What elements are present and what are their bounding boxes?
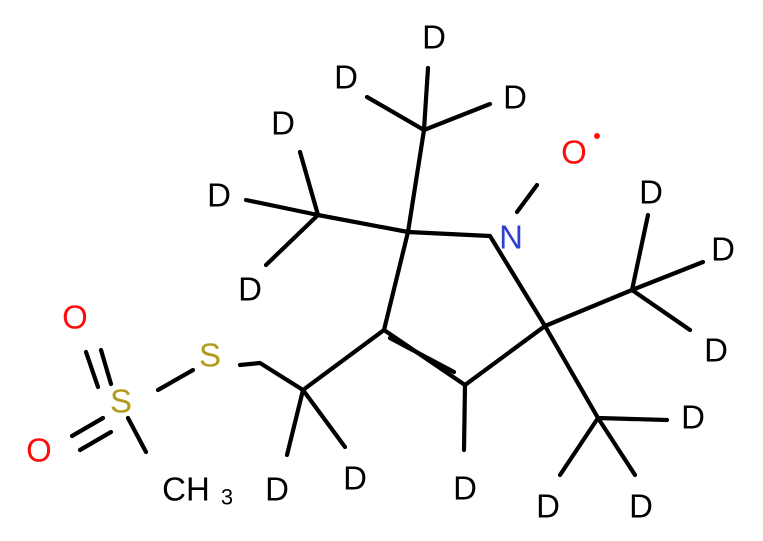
- deuterium-label-3: D: [503, 79, 527, 116]
- deuterium-label-10: D: [681, 399, 705, 436]
- bond-cd: [421, 101, 493, 133]
- bond-cd: [297, 149, 321, 218]
- bond-c3-ch2: [300, 327, 387, 393]
- methyl-carbon-label: CH: [162, 471, 210, 508]
- bond-cd: [364, 94, 427, 133]
- methyl-subscript: 3: [221, 485, 233, 510]
- bond-cd: [300, 387, 348, 450]
- bond-cd: [595, 415, 638, 478]
- bond-ch2-s: [257, 360, 306, 393]
- bond-cd: [629, 259, 706, 293]
- bond-s-s: [155, 367, 196, 393]
- sulfonyl-oxygen-top-label: O: [62, 299, 88, 336]
- deuterium-label-2: D: [334, 59, 358, 96]
- sulfur-thio-label: S: [199, 337, 221, 374]
- bond-cd: [421, 65, 431, 133]
- bond-n-o: [514, 182, 540, 215]
- bond-cd: [284, 387, 306, 458]
- bond-s-o-top: [98, 347, 114, 387]
- bond-c5-methyl-lower: [542, 323, 601, 421]
- bond-s-o-top-double: [83, 349, 101, 390]
- deuterium-label-7: D: [639, 174, 663, 211]
- bond-c5-methyl-upper: [542, 287, 635, 329]
- bond-cd: [243, 197, 321, 218]
- deuterium-label-12: D: [629, 488, 653, 525]
- sulfur-sulfonyl-label: S: [110, 383, 132, 420]
- bond-c2-methyl-left: [315, 212, 411, 235]
- deuterium-label-5: D: [207, 177, 231, 214]
- deuterium-label-4: D: [271, 105, 295, 142]
- bond-c2-methyl-top: [405, 127, 427, 235]
- bond-s-ch3: [125, 415, 149, 455]
- bond-ch2-s-sulfur-half: [237, 360, 263, 368]
- sulfonyl-oxygen-bottom-label: O: [26, 432, 52, 469]
- bond-s-o-bottom-double: [77, 429, 114, 453]
- deuterium-label-14: D: [265, 471, 289, 508]
- oxygen-radical-label: O: [561, 134, 587, 171]
- radical-dot: •: [593, 124, 601, 149]
- bond-layer: [69, 65, 706, 478]
- bond-cd: [461, 382, 468, 453]
- bond-cd: [629, 287, 693, 333]
- bond-cd: [595, 415, 670, 423]
- deuterium-label-13: D: [453, 470, 477, 507]
- bond-cd: [557, 415, 601, 478]
- nitrogen-label: N: [499, 219, 523, 256]
- bond-c2-n: [405, 229, 493, 239]
- bond-s-o-bottom: [69, 415, 106, 439]
- bond-cd: [629, 212, 651, 293]
- deuterium-label-11: D: [536, 488, 560, 525]
- bond-c3-c2: [381, 229, 411, 333]
- deuterium-label-8: D: [711, 231, 735, 268]
- deuterium-label-1: D: [422, 19, 446, 56]
- deuterium-label-9: D: [704, 332, 728, 369]
- deuterium-label-6: D: [238, 271, 262, 308]
- bond-cd: [263, 212, 321, 268]
- bond-n-c5: [487, 233, 548, 329]
- bond-c4-c3-inner: [387, 335, 457, 375]
- bond-c5-c4: [462, 323, 548, 388]
- deuterium-label-15: D: [343, 460, 367, 497]
